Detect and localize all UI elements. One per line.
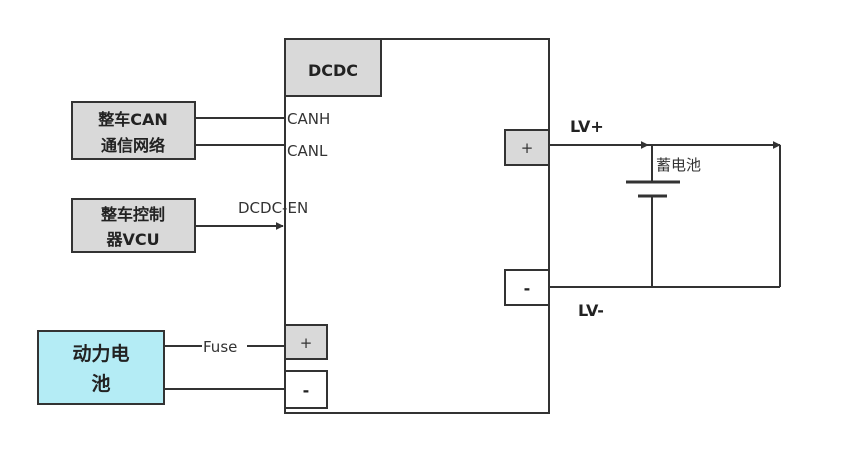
vcu-label-line2: 器VCU	[105, 230, 159, 249]
dcdc-converter-box	[284, 38, 550, 414]
hv-plus-terminal	[284, 324, 328, 360]
hv-battery-label-line2: 池	[91, 372, 110, 395]
dcdc-title-box	[284, 38, 382, 97]
can-network-label-line2: 通信网络	[101, 136, 165, 155]
fuse-label: Fuse	[203, 338, 237, 356]
hv-battery-label-line1: 动力电	[72, 342, 129, 365]
hv-battery-box	[37, 330, 165, 405]
vcu-label-line1: 整车控制	[100, 205, 165, 224]
lv-plus-terminal-label: +	[521, 139, 534, 157]
dcdc-title: DCDC	[308, 61, 358, 80]
can-network-label-line1: 整车CAN	[97, 110, 168, 129]
battery-label: 蓄电池	[656, 156, 701, 174]
hv-plus-terminal-label: +	[300, 334, 313, 352]
lv-minus-terminal-label: -	[524, 279, 531, 298]
canh-label: CANH	[287, 110, 330, 128]
hv-minus-terminal-label: -	[303, 381, 310, 400]
hv-minus-terminal	[284, 370, 328, 409]
lv-plus-terminal	[504, 129, 550, 166]
can-network-box	[71, 101, 196, 160]
dcdc-en-label: DCDC-EN	[238, 199, 308, 217]
vcu-box	[71, 198, 196, 253]
lv-plus-label: LV+	[570, 117, 604, 136]
lv-minus-terminal	[504, 269, 550, 306]
canl-label: CANL	[287, 142, 328, 160]
lv-minus-label: LV-	[578, 301, 604, 320]
